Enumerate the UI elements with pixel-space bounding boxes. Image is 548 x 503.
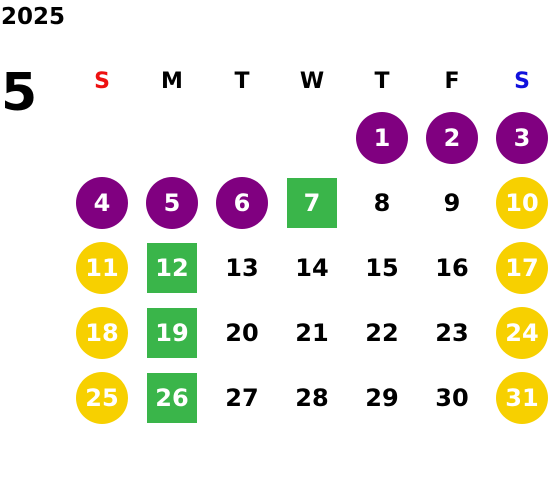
day-cell[interactable]: 9 bbox=[417, 170, 487, 235]
day-cell[interactable]: 13 bbox=[207, 235, 277, 300]
day-cell[interactable]: 11 bbox=[67, 235, 137, 300]
day-cell[interactable]: 23 bbox=[417, 300, 487, 365]
day-number: 12 bbox=[147, 242, 197, 293]
day-number: 10 bbox=[496, 176, 548, 229]
day-cell[interactable]: 28 bbox=[277, 365, 347, 430]
day-cell[interactable]: 10 bbox=[487, 170, 548, 235]
day-number: 14 bbox=[295, 253, 329, 282]
day-cell[interactable]: 14 bbox=[277, 235, 347, 300]
day-number: 8 bbox=[373, 188, 391, 217]
day-number: 23 bbox=[435, 318, 469, 347]
weekday-thursday: T bbox=[374, 68, 390, 94]
weekday-sunday: S bbox=[94, 68, 110, 94]
day-number: 15 bbox=[365, 253, 399, 282]
day-cell[interactable]: 3 bbox=[487, 105, 548, 170]
day-cell[interactable]: 12 bbox=[137, 235, 207, 300]
day-cell[interactable]: 7 bbox=[277, 170, 347, 235]
day-cell[interactable]: 21 bbox=[277, 300, 347, 365]
day-number: 31 bbox=[496, 371, 548, 424]
day-number: 17 bbox=[496, 241, 548, 294]
day-cell[interactable]: 25 bbox=[67, 365, 137, 430]
weekday-wednesday: W bbox=[299, 68, 325, 94]
day-cell[interactable]: 5 bbox=[137, 170, 207, 235]
day-number: 30 bbox=[435, 383, 469, 412]
day-number: 11 bbox=[76, 241, 128, 294]
day-cell[interactable]: 24 bbox=[487, 300, 548, 365]
month-number: 5 bbox=[1, 63, 38, 123]
day-cell[interactable]: 29 bbox=[347, 365, 417, 430]
weekday-saturday: S bbox=[514, 68, 530, 94]
day-number: 16 bbox=[435, 253, 469, 282]
day-number: 9 bbox=[443, 188, 461, 217]
weekday-tuesday: T bbox=[234, 68, 250, 94]
day-number: 21 bbox=[295, 318, 329, 347]
day-cell bbox=[67, 105, 137, 170]
day-cell[interactable]: 15 bbox=[347, 235, 417, 300]
day-number: 1 bbox=[356, 111, 408, 164]
day-cell[interactable]: 19 bbox=[137, 300, 207, 365]
day-number: 3 bbox=[496, 111, 548, 164]
day-number: 24 bbox=[496, 306, 548, 359]
day-number: 28 bbox=[295, 383, 329, 412]
day-cell[interactable]: 20 bbox=[207, 300, 277, 365]
day-number: 19 bbox=[147, 307, 197, 358]
day-cell[interactable]: 6 bbox=[207, 170, 277, 235]
day-cell bbox=[277, 105, 347, 170]
day-cell[interactable]: 16 bbox=[417, 235, 487, 300]
day-cell[interactable]: 30 bbox=[417, 365, 487, 430]
day-cell bbox=[137, 105, 207, 170]
day-cell[interactable]: 31 bbox=[487, 365, 548, 430]
day-cell[interactable]: 4 bbox=[67, 170, 137, 235]
day-number: 22 bbox=[365, 318, 399, 347]
day-cell[interactable]: 8 bbox=[347, 170, 417, 235]
day-number: 2 bbox=[426, 111, 478, 164]
day-number: 25 bbox=[76, 371, 128, 424]
year-label: 2025 bbox=[1, 4, 66, 30]
week-row: 25 26 27 28 29 30 31 bbox=[67, 365, 548, 430]
day-cell[interactable]: 26 bbox=[137, 365, 207, 430]
weekday-header: S M T W T F S bbox=[67, 57, 548, 105]
day-number: 27 bbox=[225, 383, 259, 412]
week-row: 11 12 13 14 15 16 17 bbox=[67, 235, 548, 300]
day-cell[interactable]: 18 bbox=[67, 300, 137, 365]
weekday-monday: M bbox=[161, 68, 183, 94]
day-cell[interactable]: 17 bbox=[487, 235, 548, 300]
week-row: 18 19 20 21 22 23 24 bbox=[67, 300, 548, 365]
day-cell[interactable]: 1 bbox=[347, 105, 417, 170]
day-cell bbox=[207, 105, 277, 170]
day-cell[interactable]: 27 bbox=[207, 365, 277, 430]
day-number: 5 bbox=[146, 176, 198, 229]
day-cell[interactable]: 2 bbox=[417, 105, 487, 170]
day-cell[interactable]: 22 bbox=[347, 300, 417, 365]
day-number: 18 bbox=[76, 306, 128, 359]
weekday-friday: F bbox=[444, 68, 460, 94]
day-number: 4 bbox=[76, 176, 128, 229]
day-number: 29 bbox=[365, 383, 399, 412]
day-number: 20 bbox=[225, 318, 259, 347]
day-number: 7 bbox=[287, 177, 337, 228]
day-number: 13 bbox=[225, 253, 259, 282]
day-number: 26 bbox=[147, 372, 197, 423]
day-number: 6 bbox=[216, 176, 268, 229]
